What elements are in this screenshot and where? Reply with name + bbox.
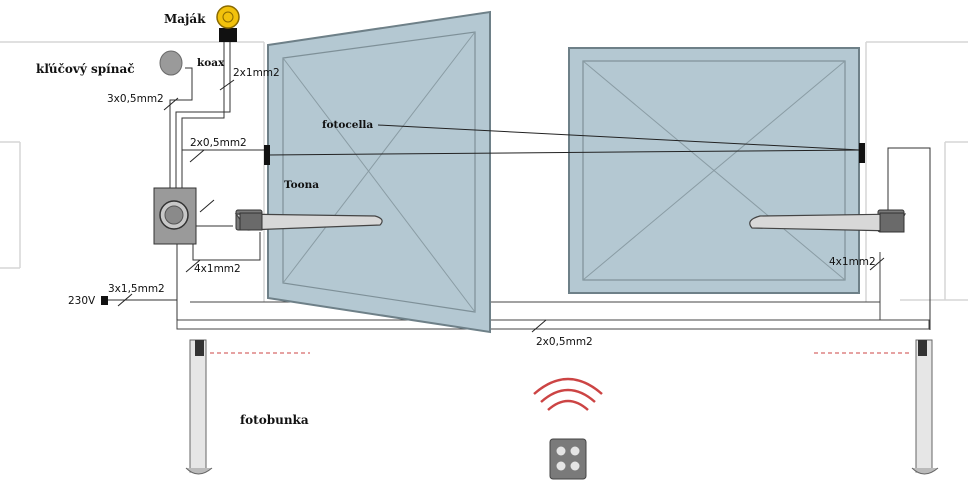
left-photocell-post xyxy=(185,339,310,475)
right-gate-leaf xyxy=(568,47,860,294)
wiring xyxy=(106,42,931,330)
key-switch xyxy=(159,50,183,76)
key-switch-label: kľúčový spínač xyxy=(36,62,135,76)
cable-3x15-label: 3x1,5mm2 xyxy=(108,283,165,295)
photocell-post-label: fotobunka xyxy=(240,413,309,427)
beacon xyxy=(216,5,240,42)
left-operator xyxy=(234,209,383,231)
coax-label: koax xyxy=(197,57,225,69)
cable-4x1-right-label: 4x1mm2 xyxy=(829,256,876,268)
cable-2x05-top-label: 2x0,5mm2 xyxy=(190,137,247,149)
remote-control-icon xyxy=(533,377,603,480)
power-plug xyxy=(101,296,108,305)
photocell-gate-label: fotocella xyxy=(322,119,374,131)
right-wall xyxy=(865,41,968,302)
cable-ticks xyxy=(117,79,885,333)
right-photocell-post xyxy=(814,339,939,475)
cable-3x05-label: 3x0,5mm2 xyxy=(107,93,164,105)
left-gate-photocell xyxy=(264,145,270,165)
cable-4x1-left-label: 4x1mm2 xyxy=(194,263,241,275)
right-gate-photocell xyxy=(859,143,865,163)
power-label: 230V xyxy=(68,295,96,307)
control-box xyxy=(153,187,197,245)
cable-2x05-bottom-label: 2x0,5mm2 xyxy=(536,336,593,348)
right-operator xyxy=(749,209,907,233)
cable-2x1-label: 2x1mm2 xyxy=(233,67,280,79)
left-gate-leaf xyxy=(267,10,491,334)
beacon-label: Maják xyxy=(164,12,206,26)
operator-label: Toona xyxy=(284,179,320,191)
